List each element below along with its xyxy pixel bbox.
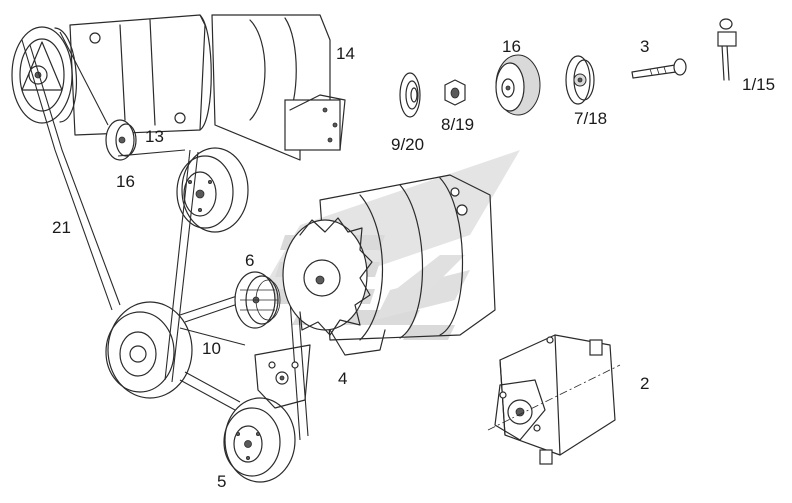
callout-21[interactable]: 21 <box>52 218 71 237</box>
callout-2[interactable]: 2 <box>640 374 650 393</box>
tension-roller-13[interactable] <box>105 119 137 161</box>
callout-16-top[interactable]: 16 <box>502 37 521 56</box>
roller-16[interactable] <box>495 54 541 116</box>
callout-7-18[interactable]: 7/18 <box>574 109 608 128</box>
pulley-5[interactable] <box>223 397 296 483</box>
pulley-7-18[interactable] <box>565 55 595 105</box>
alternator-fan[interactable] <box>282 217 373 336</box>
tensioner-bracket-4[interactable] <box>254 344 311 409</box>
callout-16-left[interactable]: 16 <box>116 172 135 191</box>
screw-1-15[interactable] <box>717 18 737 81</box>
callout-13[interactable]: 13 <box>145 127 164 146</box>
bracket-14[interactable] <box>211 14 346 161</box>
bolt-3[interactable] <box>631 58 687 79</box>
pulley-upper[interactable] <box>176 147 249 233</box>
compressor-assembly[interactable] <box>11 14 212 136</box>
alternator[interactable] <box>319 174 496 356</box>
drive-belt-21[interactable] <box>21 31 199 383</box>
callout-6[interactable]: 6 <box>245 251 255 270</box>
callout-10[interactable]: 10 <box>202 339 221 358</box>
callout-5[interactable]: 5 <box>217 472 227 491</box>
callout-14[interactable]: 14 <box>336 44 355 63</box>
callout-4[interactable]: 4 <box>338 369 348 388</box>
callout-3[interactable]: 3 <box>640 37 650 56</box>
nut-8-19[interactable] <box>444 79 466 106</box>
callout-1-15[interactable]: 1/15 <box>742 75 776 94</box>
washer-9-20[interactable] <box>399 72 421 118</box>
callout-8-19[interactable]: 8/19 <box>441 115 475 134</box>
pump-assembly-2[interactable] <box>487 334 621 465</box>
alternator-pulley-6[interactable] <box>234 271 281 329</box>
callout-9-20[interactable]: 9/20 <box>391 135 425 154</box>
